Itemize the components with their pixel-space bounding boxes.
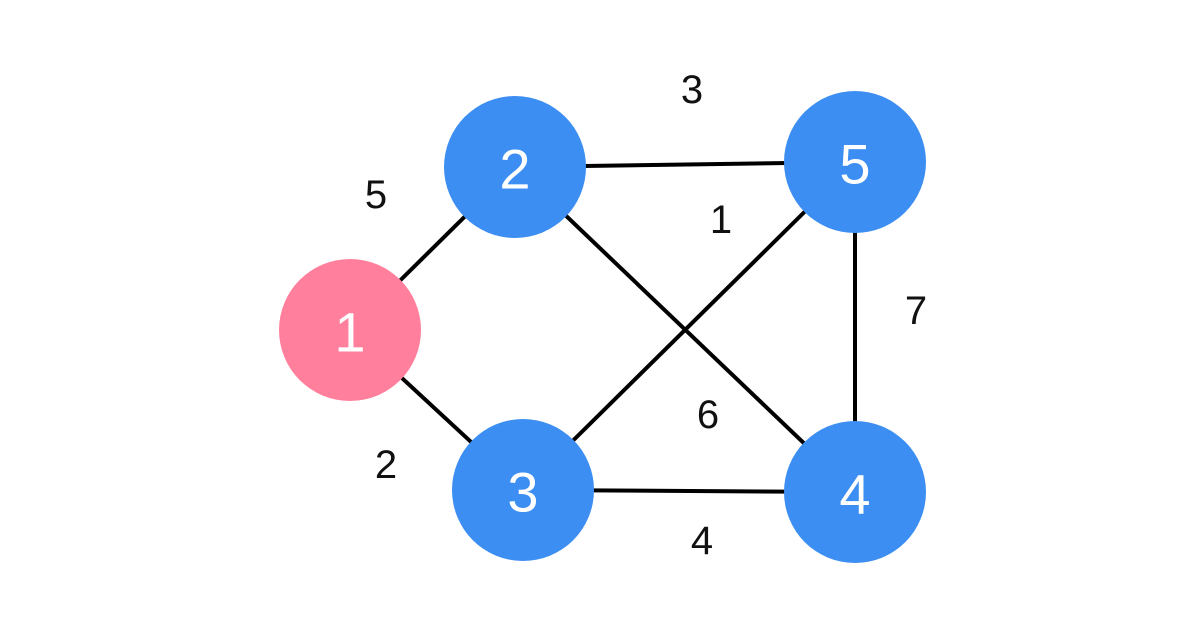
graph-node: 5 xyxy=(784,91,926,233)
edge-weights-layer: 5 2 3 6 1 4 7 xyxy=(365,68,927,563)
edge-weight-3-4: 4 xyxy=(691,519,713,563)
node-label-3: 3 xyxy=(507,461,538,524)
graph-node: 4 xyxy=(784,421,926,563)
edge-weight-1-3: 2 xyxy=(375,443,397,487)
nodes-layer: 1 2 3 4 5 xyxy=(279,91,926,563)
edge-weight-2-4: 6 xyxy=(697,393,719,437)
node-circle-5 xyxy=(784,91,926,233)
node-circle-1 xyxy=(279,259,421,401)
node-label-1: 1 xyxy=(334,301,365,364)
edge-weight-2-5: 3 xyxy=(681,68,703,112)
node-label-5: 5 xyxy=(839,133,870,196)
node-circle-2 xyxy=(444,96,586,238)
graph-node: 1 xyxy=(279,259,421,401)
node-circle-3 xyxy=(452,419,594,561)
graph-node: 2 xyxy=(444,96,586,238)
edge-3-5 xyxy=(521,160,857,492)
edge-weight-3-5: 1 xyxy=(710,198,732,242)
node-circle-4 xyxy=(784,421,926,563)
edge-weight-1-2: 5 xyxy=(365,173,387,217)
edge-weight-5-4: 7 xyxy=(905,289,927,333)
node-label-2: 2 xyxy=(499,138,530,201)
node-label-4: 4 xyxy=(839,463,870,526)
graph-node: 3 xyxy=(452,419,594,561)
edges-layer xyxy=(348,160,857,494)
